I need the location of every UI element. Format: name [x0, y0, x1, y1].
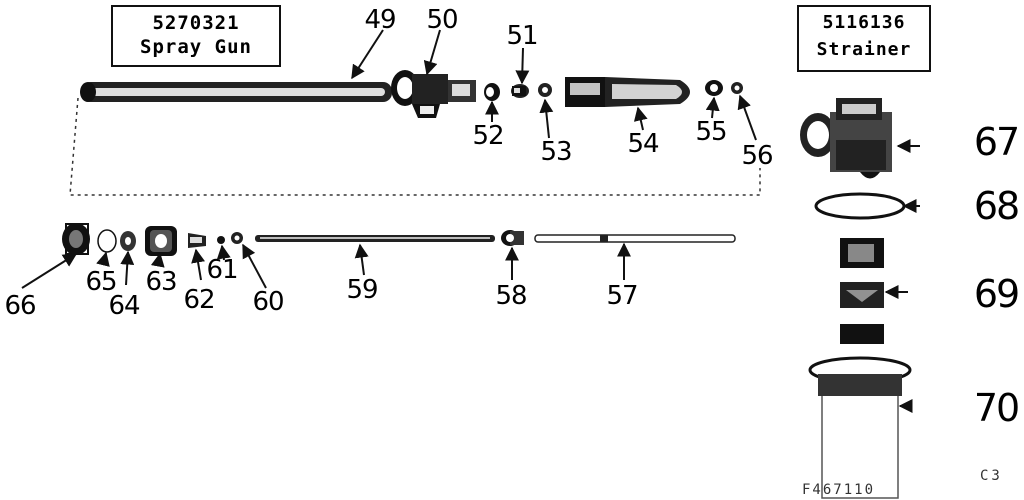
callout-51: 51	[506, 21, 538, 51]
part-52-bushing	[484, 83, 500, 101]
part-64-washer	[120, 231, 136, 251]
part-55-nut	[705, 80, 723, 96]
part-61-pin	[217, 236, 225, 244]
part-66-nut	[62, 223, 90, 255]
part-62-plug	[188, 233, 206, 248]
callout-55: 55	[695, 117, 727, 147]
callout-63: 63	[145, 267, 177, 297]
dotted-bracket	[69, 97, 761, 196]
part-49-barrel-tube	[80, 82, 392, 102]
callout-53: 53	[540, 137, 572, 167]
spray-gun-title-box: 5270321 Spray Gun	[111, 5, 281, 67]
callout-65: 65	[85, 267, 117, 297]
strainer-title-box: 5116136 Strainer	[797, 5, 931, 72]
callout-69: 69	[973, 272, 1020, 316]
part-65-disc	[97, 229, 117, 253]
callout-66: 66	[4, 291, 36, 321]
callout-64: 64	[108, 291, 140, 321]
callout-67: 67	[973, 120, 1020, 164]
part-50-valve-body	[391, 70, 476, 118]
callout-54: 54	[627, 129, 659, 159]
part-60-washer	[231, 232, 243, 244]
part-63-fitting	[145, 226, 177, 256]
part-58-coupling	[501, 230, 524, 246]
callout-59: 59	[346, 275, 378, 305]
callout-52: 52	[472, 121, 504, 151]
callout-50: 50	[426, 5, 458, 35]
part-51-nozzle	[511, 84, 529, 98]
spray-gun-part-number: 5270321	[152, 12, 240, 34]
part-54-handle	[565, 77, 690, 107]
strainer-name: Strainer	[816, 39, 912, 60]
spray-gun-name: Spray Gun	[140, 36, 252, 58]
callout-61: 61	[206, 255, 238, 285]
part-57-needle-rod	[534, 234, 736, 243]
part-67-strainer-head	[800, 98, 892, 179]
callout-68: 68	[973, 184, 1020, 228]
callout-60: 60	[252, 287, 284, 317]
part-59-rod	[255, 235, 495, 242]
part-68-gasket	[814, 192, 906, 220]
leader-arrows	[21, 29, 920, 413]
callout-57: 57	[606, 281, 638, 311]
callout-49: 49	[364, 5, 396, 35]
callout-58: 58	[495, 281, 527, 311]
strainer-part-number: 5116136	[822, 12, 906, 33]
part-70-bowl	[808, 356, 912, 499]
figure-code: F467110	[802, 482, 876, 498]
part-56-washer	[731, 82, 743, 94]
callout-62: 62	[183, 285, 215, 315]
part-53-washer	[538, 83, 552, 97]
callout-70: 70	[973, 386, 1020, 430]
part-69-screen-stack	[840, 238, 884, 344]
figure-tag: C3	[980, 468, 1003, 484]
callout-56: 56	[741, 141, 773, 171]
